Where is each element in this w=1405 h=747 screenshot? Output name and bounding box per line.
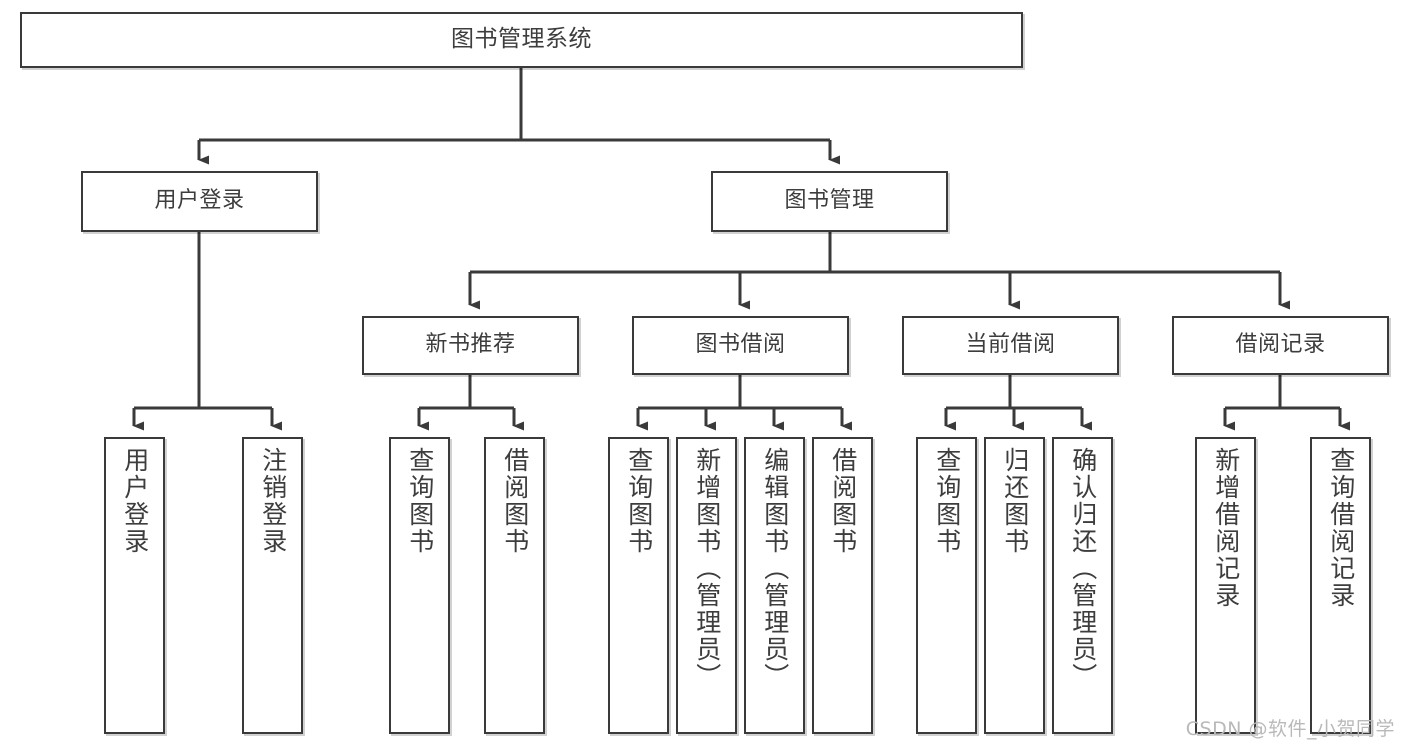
node-leaf-return-book[interactable]: 归还图书 bbox=[984, 437, 1045, 734]
node-book-borrow-label: 图书借阅 bbox=[695, 332, 786, 358]
node-leaf-add-record[interactable]: 新增借阅记录 bbox=[1195, 437, 1256, 734]
node-book-borrow[interactable]: 图书借阅 bbox=[632, 316, 849, 375]
node-leaf-query-record[interactable]: 查询借阅记录 bbox=[1310, 437, 1371, 734]
node-leaf-borrow-book-2[interactable]: 借阅图书 bbox=[812, 437, 873, 734]
node-leaf-confirm-return[interactable]: 确认归还（管理员） bbox=[1052, 437, 1113, 734]
node-leaf-query-book-3-label: 查询图书 bbox=[932, 447, 962, 555]
node-leaf-query-book-2[interactable]: 查询图书 bbox=[608, 437, 669, 734]
node-current-borrow[interactable]: 当前借阅 bbox=[902, 316, 1119, 375]
node-leaf-user-logout[interactable]: 注销登录 bbox=[242, 437, 303, 734]
node-new-book-rec-label: 新书推荐 bbox=[425, 332, 516, 358]
node-leaf-return-book-label: 归还图书 bbox=[1000, 447, 1030, 555]
node-leaf-add-book[interactable]: 新增图书（管理员） bbox=[676, 437, 737, 734]
node-user-login-label: 用户登录 bbox=[154, 188, 245, 214]
node-user-login[interactable]: 用户登录 bbox=[81, 171, 318, 232]
node-leaf-query-record-label: 查询借阅记录 bbox=[1326, 447, 1356, 609]
node-borrow-record[interactable]: 借阅记录 bbox=[1172, 316, 1389, 375]
node-new-book-rec[interactable]: 新书推荐 bbox=[362, 316, 579, 375]
node-root-label: 图书管理系统 bbox=[451, 26, 592, 53]
node-leaf-user-login[interactable]: 用户登录 bbox=[104, 437, 165, 734]
node-leaf-borrow-book-1[interactable]: 借阅图书 bbox=[484, 437, 545, 734]
node-current-borrow-label: 当前借阅 bbox=[965, 332, 1056, 358]
node-leaf-query-book-2-label: 查询图书 bbox=[624, 447, 654, 555]
watermark-text: CSDN @软件_小贺同学 bbox=[1185, 718, 1395, 740]
node-leaf-query-book-1-label: 查询图书 bbox=[405, 447, 435, 555]
node-book-manage-label: 图书管理 bbox=[784, 188, 875, 214]
node-leaf-add-record-label: 新增借阅记录 bbox=[1211, 447, 1241, 609]
node-leaf-confirm-return-label: 确认归还（管理员） bbox=[1068, 447, 1098, 690]
node-leaf-user-login-label: 用户登录 bbox=[120, 447, 150, 555]
node-borrow-record-label: 借阅记录 bbox=[1235, 332, 1326, 358]
node-leaf-query-book-3[interactable]: 查询图书 bbox=[916, 437, 977, 734]
node-leaf-user-logout-label: 注销登录 bbox=[258, 447, 288, 555]
node-leaf-query-book-1[interactable]: 查询图书 bbox=[389, 437, 450, 734]
node-book-manage[interactable]: 图书管理 bbox=[711, 171, 948, 232]
node-leaf-edit-book-label: 编辑图书（管理员） bbox=[760, 447, 790, 690]
node-leaf-add-book-label: 新增图书（管理员） bbox=[692, 447, 722, 690]
node-root[interactable]: 图书管理系统 bbox=[20, 12, 1023, 68]
node-leaf-borrow-book-2-label: 借阅图书 bbox=[828, 447, 858, 555]
node-leaf-borrow-book-1-label: 借阅图书 bbox=[500, 447, 530, 555]
node-leaf-edit-book[interactable]: 编辑图书（管理员） bbox=[744, 437, 805, 734]
